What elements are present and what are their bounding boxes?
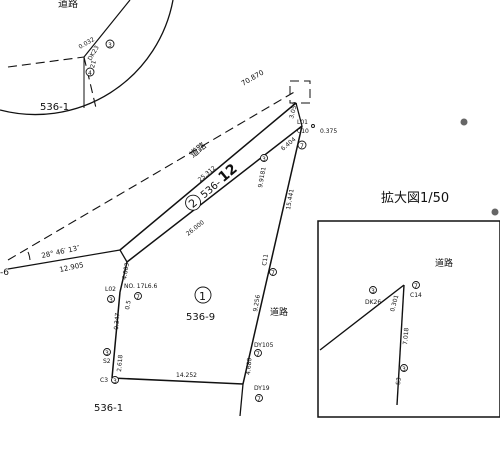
short-dim-label: 6.404	[280, 136, 298, 153]
west-dim-label: 12.905	[59, 261, 85, 274]
enlarge-marker-3-num: 3	[371, 288, 375, 295]
enlarge-frame	[317, 220, 500, 418]
road-center-label: 道路	[187, 140, 209, 161]
point-dy19-marker-num: 7	[257, 396, 261, 403]
dashed-line-circle-south	[83, 56, 97, 109]
dashed-line-circle-west	[7, 56, 85, 68]
circle-marker-3	[105, 39, 115, 49]
east-dim-2: 9.256	[252, 294, 262, 312]
enlarge-c14-label: C14	[410, 292, 422, 299]
parcel-1-label: 536-9	[186, 312, 215, 323]
circle-point-label-2: DK23	[87, 44, 101, 62]
point-k6-label: -6	[0, 268, 9, 278]
west-dim-a: 4.003	[121, 262, 131, 280]
point-c3-marker	[111, 376, 119, 384]
parcel-1-circle-number: 1	[199, 290, 206, 303]
enlarge-dim-a: 0.301	[389, 294, 400, 313]
west-dim-c: 0.347	[113, 312, 121, 330]
point-c10-label: C10	[297, 128, 309, 135]
point-nc-marker-num: 7	[136, 294, 140, 301]
point-c3-marker-num: 3	[113, 378, 117, 385]
point-dy105-marker	[254, 349, 262, 357]
enlarge-marker-c14	[412, 281, 420, 289]
point-top-marker	[311, 124, 315, 128]
parcel-1-east	[242, 125, 303, 385]
enlarge-line-east	[396, 284, 405, 406]
circle-marker-3-num: 3	[108, 42, 112, 49]
circle-point-label-3: DY21	[87, 59, 98, 76]
enlarge-dim-b: 7.018	[402, 327, 410, 345]
east-dim-right: 15.441	[285, 188, 296, 210]
south-dim: 14.252	[176, 372, 197, 379]
road-left-end	[119, 249, 128, 263]
enlarge-title: 拡大図1/50	[381, 191, 449, 206]
point-0375-label: 0.375	[320, 128, 337, 135]
parcel-1-west-upper	[119, 261, 128, 293]
enlarge-marker-3	[369, 286, 377, 294]
west-dim-b: 0.5	[124, 300, 133, 311]
bottom-left-parcel-label: 536-1	[94, 403, 123, 414]
point-c11-label: C11	[261, 253, 270, 266]
enlarge-line-west	[319, 284, 405, 351]
west-dim-d: 2.618	[116, 354, 124, 372]
point-nc-label: NO. 17L6.6	[124, 283, 157, 290]
point-dy19-label: DY19	[254, 385, 270, 392]
enlarge-s3-label: S3	[395, 377, 403, 385]
parcel-2-circle	[185, 194, 202, 211]
point-nc-marker	[134, 292, 142, 300]
enlarge-marker-s3-num: 3	[402, 366, 406, 373]
angle-arc	[27, 251, 31, 261]
point-l02-label: L02	[105, 286, 116, 293]
point-s2-marker	[103, 348, 111, 356]
long-dimension-label: 70.870	[240, 69, 265, 88]
road-right-label: 道路	[270, 306, 288, 318]
parcel-1-south	[111, 377, 244, 385]
point-c10-marker-num: 7	[300, 143, 304, 150]
parcel-1-west-lower	[111, 291, 121, 379]
point-l01-label: L01	[297, 119, 308, 126]
point-s2-label: S2	[103, 358, 111, 365]
point-dy105-marker-num: 7	[256, 351, 260, 358]
point-c11-marker	[269, 268, 277, 276]
road-top-end	[295, 102, 303, 127]
dashed-line-long	[7, 90, 297, 261]
circle-radial-line	[83, 0, 131, 58]
dashed-corner-box	[289, 80, 311, 104]
enlarge-road-label: 道路	[435, 257, 453, 269]
point-dy105-label: DY105	[254, 342, 274, 349]
west-solid-line	[7, 249, 121, 270]
road-lower-boundary	[126, 125, 303, 263]
road-upper-boundary	[119, 102, 297, 251]
mid-marker	[260, 154, 268, 162]
circle-marker-4-num: 4	[88, 70, 92, 77]
top-dimension-label: 3.059	[288, 101, 299, 120]
parcel-1-circle	[194, 286, 212, 304]
east-dim-3: 4.680	[245, 357, 253, 375]
circle-marker-4	[85, 67, 95, 77]
point-l02-marker	[107, 295, 115, 303]
point-c3-label: C3	[100, 377, 108, 384]
east-extension	[239, 383, 244, 417]
point-l02-marker-num: 3	[109, 297, 113, 304]
circle-parcel-outline	[0, 0, 174, 116]
enlarge-dk26-label: DK26	[365, 299, 381, 306]
enlarge-marker-c14-num: 7	[414, 283, 418, 290]
top-road-label: 道路	[58, 0, 78, 10]
point-s2-marker-num: 3	[105, 350, 109, 357]
enlarge-marker-s3	[400, 364, 408, 372]
point-dy19-marker	[255, 394, 263, 402]
bullet-dot-2	[491, 208, 499, 216]
mid-dim-label: 9.9181	[257, 166, 268, 188]
mid-marker-num: 3	[262, 156, 266, 163]
point-c11-marker-num: 7	[271, 270, 275, 277]
road-dim-lower: 26.000	[185, 219, 206, 238]
circle-parcel-label: 536-1	[40, 102, 69, 113]
bullet-dot-1	[460, 118, 468, 126]
